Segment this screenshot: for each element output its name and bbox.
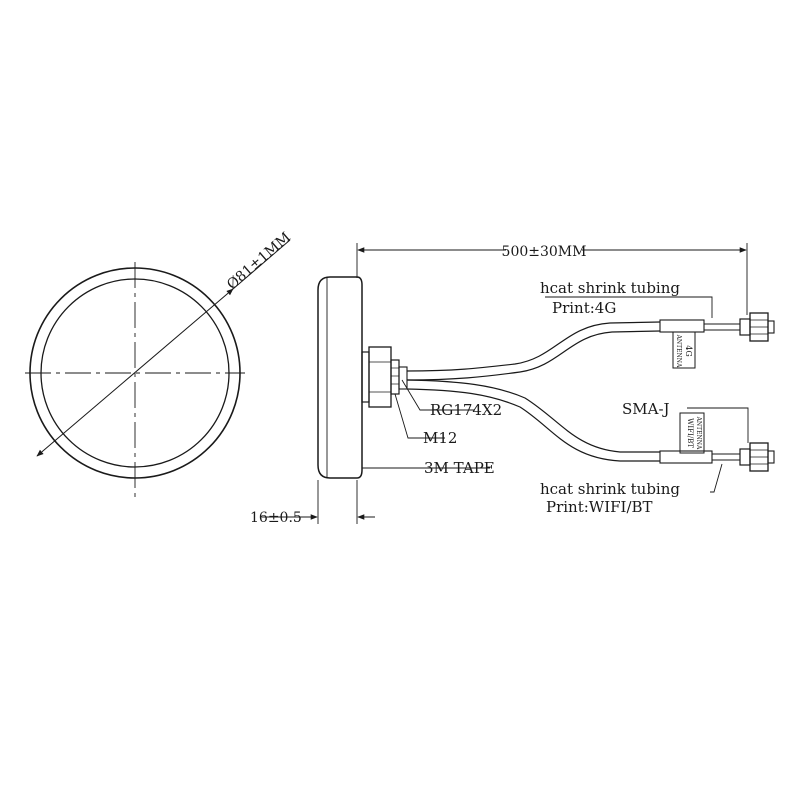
- lower-flag-text-1: WIFI/BT: [686, 418, 694, 448]
- lower-cable-bottom: [406, 388, 660, 462]
- m12-thread: [390, 359, 400, 395]
- diameter-label: Ø81±1MM: [224, 229, 294, 293]
- upper-tubing-leader: [545, 296, 713, 318]
- thread-callout-leader: [394, 393, 445, 439]
- cable-grommet: [398, 366, 408, 390]
- sma-j-leader: [687, 407, 749, 443]
- side-view: [317, 276, 408, 479]
- upper-cable-top: [406, 321, 661, 372]
- diameter-dimension-line: [36, 288, 234, 457]
- upper-flag-text-1: 4G: [684, 345, 693, 356]
- lower-tubing-label: hcat shrink tubing: [540, 480, 680, 498]
- upper-sma-ferrule: [739, 318, 751, 336]
- upper-shrink-tubing: [659, 319, 705, 333]
- lower-label-flag: [679, 412, 705, 454]
- lower-sma-pin: [767, 450, 775, 464]
- antenna-body-profile: [317, 276, 363, 479]
- dimensions: 500±30MM 16±0.5 RG174X2 M12 3M TAPE: [250, 243, 748, 526]
- thickness-label: 16±0.5: [250, 510, 302, 526]
- length-label: 500±30MM: [502, 244, 587, 260]
- lower-flag-text-2: ANTENNA: [695, 416, 702, 450]
- top-view: Ø81±1MM: [25, 229, 294, 500]
- upper-print-label: Print:4G: [552, 299, 616, 317]
- cable-callout-leader: [401, 379, 475, 411]
- mount-nut: [368, 346, 392, 408]
- diameter-leader: [232, 239, 291, 290]
- lower-shrink-tubing: [659, 450, 713, 464]
- lower-lead: WIFI/BT ANTENNA SMA-J hcat shrink tubing…: [540, 400, 775, 516]
- lower-print-label: Print:WIFI/BT: [546, 498, 653, 516]
- tape-callout-label: 3M TAPE: [424, 459, 495, 477]
- sma-j-label: SMA-J: [622, 400, 670, 418]
- lower-cable-top: [406, 379, 660, 453]
- lower-tubing-leader: [710, 463, 723, 493]
- upper-lead: 4G ANTENNA hcat shrink tubing Print:4G: [540, 279, 775, 369]
- upper-label-flag: [672, 331, 696, 369]
- cable-callout-label: RG174X2: [430, 401, 502, 419]
- cables: [406, 321, 661, 462]
- upper-sma-pin: [767, 320, 775, 334]
- mount-flange: [361, 351, 370, 403]
- upper-tubing-label: hcat shrink tubing: [540, 279, 680, 297]
- upper-cable-bottom: [406, 330, 661, 381]
- thread-callout-label: M12: [423, 429, 457, 447]
- lower-sma-ferrule: [739, 448, 751, 466]
- upper-flag-text-2: ANTENNA: [675, 334, 682, 368]
